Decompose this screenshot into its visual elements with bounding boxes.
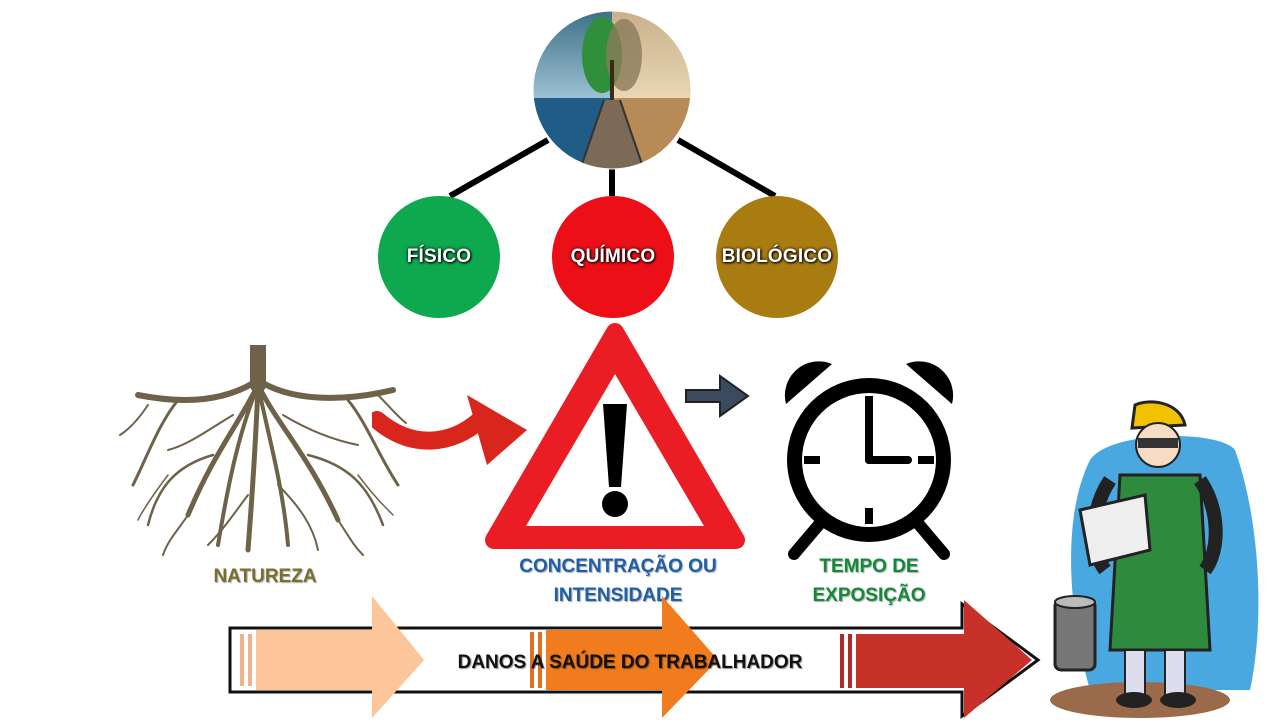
damage-banner-arrow <box>226 592 1046 720</box>
tree-roots-icon <box>118 337 408 560</box>
environment-photo <box>532 10 692 170</box>
nature-label: NATUREZA <box>213 566 317 587</box>
category-biologico: BIOLÓGICO <box>716 196 838 318</box>
damage-banner-text: DANOS A SAÚDE DO TRABALHADOR <box>457 652 803 673</box>
concentration-label-line2: INTENSIDADE <box>553 585 683 606</box>
worker-illustration <box>1050 400 1268 720</box>
category-fisico: FÍSICO <box>378 196 500 318</box>
curved-red-arrow-icon <box>368 390 532 480</box>
exposure-label-line2: EXPOSIÇÃO <box>812 585 926 606</box>
exposure-label-line1: TEMPO DE <box>819 556 919 577</box>
category-quimico-label: QUÍMICO <box>570 246 656 267</box>
concentration-label-line1: CONCENTRAÇÃO OU <box>519 556 717 577</box>
dark-arrow-icon <box>682 372 752 420</box>
alarm-clock-icon <box>774 356 964 560</box>
category-fisico-label: FÍSICO <box>406 246 472 267</box>
category-quimico: QUÍMICO <box>552 196 674 318</box>
concentration-label: CONCENTRAÇÃO OU INTENSIDADE <box>498 552 738 610</box>
category-biologico-label: BIOLÓGICO <box>721 246 833 267</box>
warning-triangle-icon <box>484 322 746 552</box>
exposure-label: TEMPO DE EXPOSIÇÃO <box>784 552 954 610</box>
